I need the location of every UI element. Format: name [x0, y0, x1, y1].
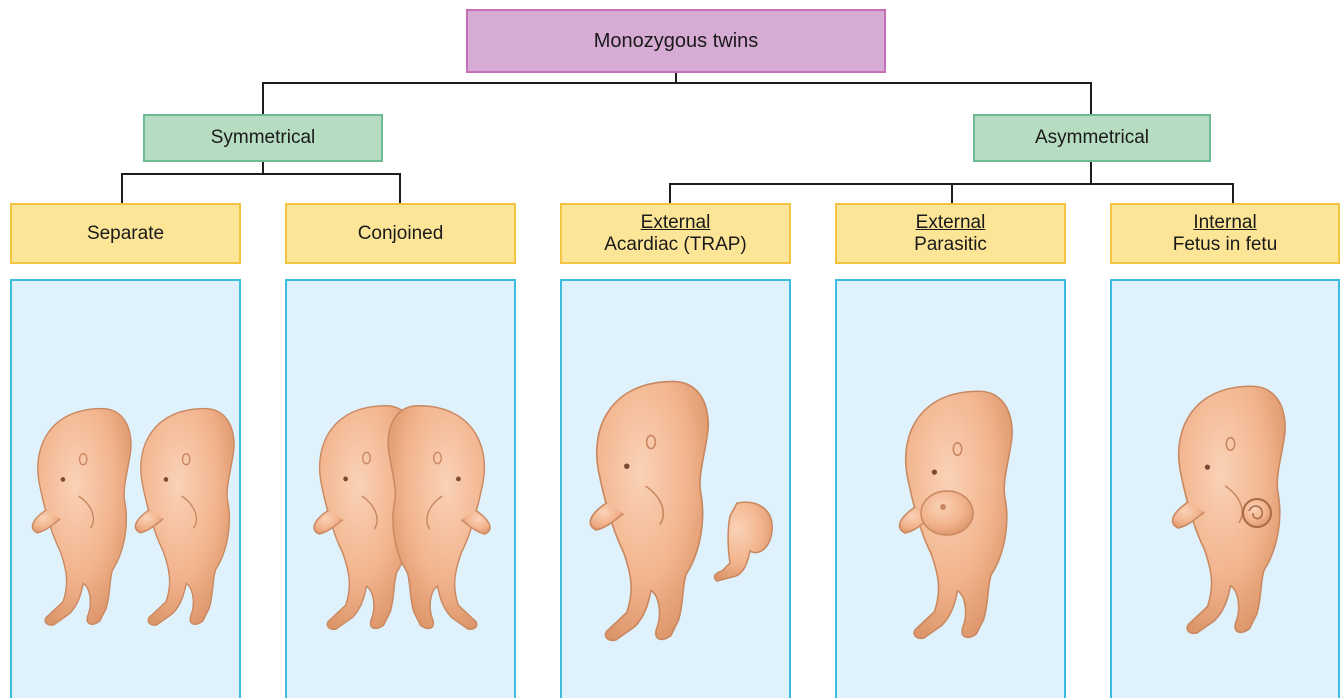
fetus-in-fetu-node: Internal Fetus in fetu [1110, 203, 1340, 264]
acardiac-twin-illustration [562, 281, 793, 700]
symmetrical-node: Symmetrical [143, 114, 383, 162]
fetus-in-fetu-panel [1110, 279, 1340, 698]
fetus-in-fetu-illustration [1112, 281, 1340, 700]
separate-twins-illustration [12, 281, 243, 700]
parasitic-label: Parasitic [914, 234, 987, 256]
separate-label: Separate [87, 223, 164, 245]
asymmetrical-node: Asymmetrical [973, 114, 1211, 162]
parasitic-twin-illustration [837, 281, 1068, 700]
fetus-in-fetu-label: Fetus in fetu [1173, 234, 1278, 256]
acardiac-panel [560, 279, 791, 698]
conjoined-node: Conjoined [285, 203, 516, 264]
parasitic-panel [835, 279, 1066, 698]
acardiac-label: Acardiac (TRAP) [604, 234, 747, 256]
separate-node: Separate [10, 203, 241, 264]
conjoined-twins-illustration [287, 281, 518, 700]
root-node: Monozygous twins [466, 9, 886, 73]
symmetrical-label: Symmetrical [211, 127, 316, 149]
root-label: Monozygous twins [594, 30, 759, 52]
conjoined-label: Conjoined [358, 223, 444, 245]
parasitic-mass [921, 491, 973, 535]
parasitic-node: External Parasitic [835, 203, 1066, 264]
acardiac-node: External Acardiac (TRAP) [560, 203, 791, 264]
fetus-in-fetu-location-label: Internal [1193, 212, 1256, 234]
parasitic-location-label: External [916, 212, 986, 234]
acardiac-location-label: External [641, 212, 711, 234]
acardiac-mass [715, 502, 773, 581]
conjoined-panel [285, 279, 516, 698]
asymmetrical-label: Asymmetrical [1035, 127, 1149, 149]
separate-panel [10, 279, 241, 698]
included-fetus [1243, 499, 1271, 527]
